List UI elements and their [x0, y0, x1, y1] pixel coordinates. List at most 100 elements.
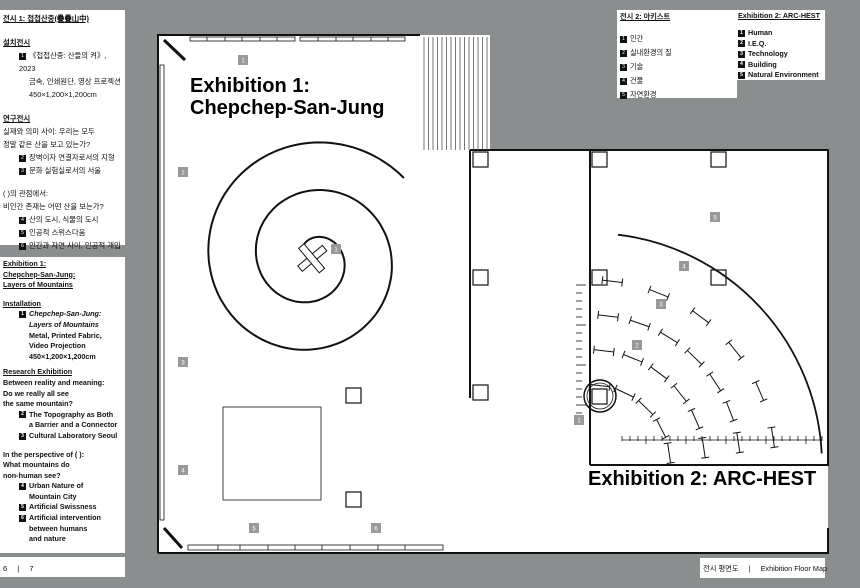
page-number-panel: 6 | 7: [0, 557, 125, 577]
separator: |: [17, 564, 20, 573]
number-badge: 3: [620, 63, 627, 71]
marker-ex1-4[interactable]: 4: [178, 465, 188, 475]
marker-ex1-3[interactable]: 3: [178, 357, 188, 367]
display-fixture: [647, 363, 670, 383]
item-text: Video Projection: [29, 341, 86, 351]
svg-text:6: 6: [374, 527, 378, 533]
item-text: Artificial Swissness: [29, 502, 97, 512]
marker-ex2-1[interactable]: 1: [574, 415, 584, 425]
number-badge: 2: [19, 154, 26, 162]
number-badge: 4: [19, 482, 26, 490]
wall-panels: [159, 36, 444, 551]
display-fixture: [597, 310, 619, 322]
page-number-right: 7: [29, 564, 34, 573]
display-fixture: [621, 350, 644, 366]
item-text: 실내환경의 질: [630, 48, 672, 57]
display-fixture: [657, 328, 680, 347]
marker-ex2-2[interactable]: 2: [632, 340, 642, 350]
question-text: 실재와 의미 사이: 우리는 모두: [3, 127, 95, 136]
display-fixture: [663, 442, 675, 465]
number-badge: 1: [620, 35, 627, 43]
marker-ex2-3[interactable]: 3: [656, 299, 666, 309]
question-text: non-human see?: [3, 470, 61, 480]
marker-ex2-5[interactable]: 5: [710, 212, 720, 222]
display-fixture: [732, 431, 744, 454]
number-badge: 6: [19, 514, 26, 522]
number-badge: 4: [19, 216, 26, 224]
item-text: 기술: [630, 62, 644, 71]
item-title: Chepchep-San-Jung:: [29, 309, 102, 319]
display-fixture: [635, 397, 657, 418]
research-heading: 연구전시: [3, 114, 31, 123]
item-text: 인공적 스위스다움: [29, 228, 86, 237]
number-badge: 3: [19, 167, 26, 175]
marker-ex1-2[interactable]: 2: [178, 167, 188, 177]
question-text: In the perspective of ( ):: [3, 449, 85, 459]
display-fixture: [601, 276, 624, 287]
footer-panel: 전시 평면도 | Exhibition Floor Map: [700, 558, 827, 578]
number-badge: 1: [19, 52, 26, 60]
item-text: The Topography as Both: [29, 409, 114, 419]
research-heading: Research Exhibition: [3, 367, 73, 377]
curved-wall: [617, 233, 823, 454]
columns: [345, 151, 727, 508]
marker-ex1-installation[interactable]: 1: [331, 244, 341, 254]
display-fixture: [684, 347, 705, 368]
panel-title: Exhibition 1:: [3, 259, 47, 268]
question-text: 정말 같은 산을 보고 있는가?: [3, 140, 91, 149]
legend-panel-english: Exhibition 1: Chepchep-San-Jung: Layers …: [0, 257, 125, 553]
svg-text:1: 1: [334, 248, 338, 254]
item-text: 인간과 자연 사이, 인공적 개입: [29, 241, 121, 250]
svg-text:3: 3: [181, 361, 185, 367]
marker-ex1-6[interactable]: 6: [371, 523, 381, 533]
display-fixture: [767, 426, 779, 449]
round-column: [583, 379, 617, 413]
marker-ex1-1[interactable]: 1: [238, 55, 248, 65]
question-text: Do we really all see: [3, 388, 69, 398]
svg-text:2: 2: [181, 171, 185, 177]
installation-heading: 설치전시: [3, 38, 31, 47]
number-badge: 2: [19, 411, 26, 419]
marker-ex2-4[interactable]: 4: [679, 261, 689, 271]
item-text: Artificial intervention: [29, 513, 101, 523]
svg-text:5: 5: [252, 527, 256, 533]
svg-text:4: 4: [181, 469, 185, 475]
display-fixture: [706, 371, 725, 394]
display-fixture: [647, 285, 670, 301]
item-text: Urban Nature of: [29, 481, 84, 491]
svg-text:5: 5: [713, 216, 717, 222]
number-badge: 1: [19, 310, 26, 318]
item-text: 장벽이자 연결자로서의 지형: [29, 153, 115, 162]
footer-title-korean: 전시 평면도: [703, 564, 739, 573]
spiral-installation: [207, 141, 405, 351]
item-text: a Barrier and a Connector: [29, 420, 118, 430]
panel-title: 전시 1: 첩첩산중(疊疊山中): [3, 14, 89, 23]
display-fixture: [670, 382, 690, 405]
marker-ex1-5[interactable]: 5: [249, 523, 259, 533]
item-text: and nature: [29, 534, 66, 544]
item-text: 건물: [630, 76, 644, 85]
item-text: Building: [748, 59, 777, 69]
number-badge: 5: [19, 504, 26, 512]
svg-text:1: 1: [577, 419, 581, 425]
panel-title: Exhibition 2: ARC-HEST: [738, 11, 820, 20]
display-fixture: [687, 407, 704, 431]
